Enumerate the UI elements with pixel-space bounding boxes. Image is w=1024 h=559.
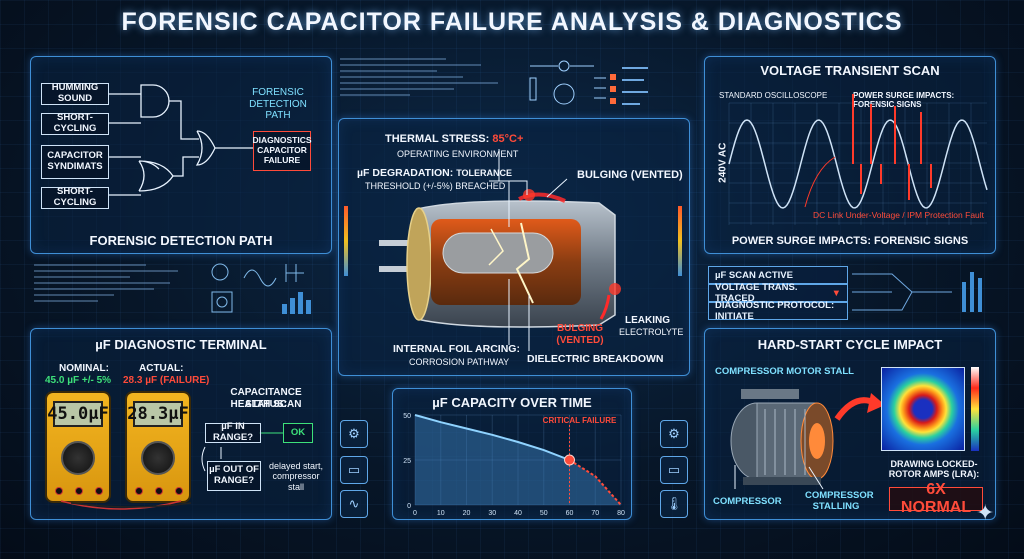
scan-connector-lines [852, 272, 982, 312]
ok-status: OK [283, 423, 313, 443]
degradation-label: µF DEGRADATION: TOLERANCE [357, 167, 513, 179]
voltage-scan-footer: POWER SURGE IMPACTS: FORENSIC SIGNS [731, 235, 969, 247]
nominal-value: 45.0 µF +/- 5% [45, 375, 112, 386]
chart-x-tick-label: 40 [514, 510, 522, 517]
capacitor-cutaway [379, 149, 621, 351]
mini-charts-icon [211, 263, 311, 314]
chart-x-tick-label: 50 [540, 510, 548, 517]
scope-fault-pointer [804, 156, 836, 208]
chart-x-tick-label: 10 [437, 510, 445, 517]
dielectric-label: DIELECTRIC BREAKDOWN [527, 353, 664, 365]
gauge-right [678, 206, 682, 276]
logic-gate-diagram [109, 84, 253, 196]
meter-nominal-display: 45.0µF [47, 401, 109, 427]
input-short-cycling-1: SHORT-CYCLING [41, 112, 109, 135]
scope-sine-wave [728, 119, 988, 209]
out-of-range-check: µF OUT OF RANGE? [207, 461, 261, 491]
voltage-scan-heading: VOLTAGE TRANSIENT SCAN [760, 63, 940, 78]
meter-actual-display: 28.3µF [127, 401, 189, 427]
meter-dial-icon [61, 441, 95, 475]
chart-x-tick-label: 0 [413, 510, 417, 517]
multimeter-nominal: 45.0µF [45, 391, 111, 503]
hard-start-heading: HARD-START CYCLE IMPACT [757, 337, 943, 352]
capacity-chart: 0 10 20 30 40 50 60 70 80 0 25 50 CRITICAL FAILURE [403, 413, 625, 517]
compressor-stalling-label: COMPRESSOR STALLING [805, 490, 874, 512]
chart-y-tick-label: 25 [403, 458, 411, 465]
tester-icon: ▭ [660, 456, 688, 484]
lra-multiplier: 6X NORMAL [889, 481, 983, 516]
chart-x-tick-label: 20 [463, 510, 471, 517]
sparkle-icon: ✦ [976, 500, 995, 525]
multimeter-actual: 28.3µF [125, 391, 191, 503]
in-range-check: µF IN RANGE? [205, 421, 261, 443]
input-short-cycling-2: SHORT-CYCLING [41, 186, 109, 209]
nominal-label: NOMINAL: [59, 363, 109, 374]
capacity-chart-heading: µF CAPACITY OVER TIME [432, 395, 592, 410]
compressor-motor [730, 389, 885, 490]
chart-y-tick-label: 50 [403, 413, 411, 420]
surge-label: POWER SURGE IMPACTS: FORENSIC SIGNS [853, 91, 955, 110]
diagnostic-terminal-panel: µF DIAGNOSTIC TERMINAL NOMINAL: 45.0 µF … [30, 328, 332, 520]
scope-label: STANDARD OSCILLOSCOPE [719, 91, 828, 100]
capacitor-panel: THERMAL STRESS: 85°C+ OPERATING ENVIRONM… [338, 118, 690, 376]
heatmap-scale [971, 367, 979, 451]
meter-dial-icon [141, 441, 175, 475]
log-readout-center [340, 58, 516, 100]
page-title: FORENSIC CAPACITOR FAILURE ANALYSIS & DI… [121, 8, 903, 36]
actual-value: 28.3 µF (FAILURE) [123, 375, 210, 386]
engine-icon: ⚙ [340, 420, 368, 448]
status-subtitle: HEALTH SCAN [230, 399, 302, 410]
compressor-label: COMPRESSOR [713, 496, 782, 507]
chart-x-tick-label: 80 [617, 510, 625, 517]
leaking-label: LEAKING [625, 315, 670, 326]
log-readout-left [34, 264, 194, 306]
corrosion-label: CORROSION PATHWAY [409, 357, 510, 367]
tolerance-breach: THRESHOLD (+/-5%) BREACHED [365, 181, 506, 191]
voltage-trans-status: VOLTAGE TRANS. TRACED▼ [708, 282, 848, 304]
chart-y-tick-label: 0 [407, 503, 411, 510]
stall-consequence: delayed start, compressor stall [268, 461, 324, 492]
scan-active-status: µF SCAN ACTIVE [708, 266, 848, 284]
bulging-top-label: BULGING (VENTED) [577, 169, 683, 181]
diagnostics-output: DIAGNOSTICS CAPACITOR FAILURE [252, 131, 312, 171]
locked-rotor-label: DRAWING LOCKED-ROTOR AMPS (LRA): [888, 459, 980, 480]
chart-series-line [414, 414, 570, 461]
fault-label: DC Link Under-Voltage / IPM Protection F… [813, 210, 985, 220]
chart-critical-label: CRITICAL FAILURE [543, 416, 617, 425]
waveform-icon: ∿ [340, 490, 368, 518]
bulging-bottom-label: BULGING (VENTED) [556, 323, 604, 346]
schematic-icons [529, 60, 648, 105]
chart-critical-point [564, 454, 575, 466]
thermal-heatmap [881, 367, 965, 451]
meter-icon: ▭ [340, 456, 368, 484]
detection-heading: FORENSIC DETECTION PATH [89, 233, 273, 248]
voltage-scan-panel: VOLTAGE TRANSIENT SCAN STANDARD OSCILLOS… [704, 56, 996, 254]
hard-start-panel: HARD-START CYCLE IMPACT COMPRESSOR MOTOR… [704, 328, 996, 520]
motor-stall-label: COMPRESSOR MOTOR STALL [715, 366, 854, 377]
input-humming-sound: HUMMING SOUND [41, 82, 109, 105]
thermometer-icon: 🌡 [660, 490, 688, 518]
foil-arcing-label: INTERNAL FOIL ARCING: [393, 343, 520, 355]
oscilloscope-waveform [728, 94, 988, 225]
chart-x-tick-label: 30 [488, 510, 496, 517]
operating-environment: OPERATING ENVIRONMENT [397, 149, 519, 159]
thermal-stress-label: THERMAL STRESS: 85°C+ [385, 133, 524, 145]
diagnostic-protocol-status: DIAGNOSTIC PROTOCOL: INITIATE [708, 300, 848, 322]
electrolyte-label: ELECTROLYTE [619, 327, 684, 337]
chart-x-tick-label: 70 [591, 510, 599, 517]
chart-x-tick-label: 60 [566, 510, 574, 517]
input-capacitor-syndimats: CAPACITOR SYNDIMATS [41, 145, 109, 179]
detection-panel: HUMMING SOUND SHORT-CYCLING CAPACITOR SY… [30, 56, 332, 254]
terminal-heading: µF DIAGNOSTIC TERMINAL [95, 337, 267, 352]
actual-label: ACTUAL: [139, 363, 184, 374]
status-title: CAPACITANCE STATUS: [230, 387, 302, 410]
gauge-left [344, 206, 348, 276]
chart-failure-line [568, 459, 622, 506]
motor-icon: ⚙ [660, 420, 688, 448]
detection-side-label: FORENSIC DETECTION PATH [249, 87, 307, 121]
